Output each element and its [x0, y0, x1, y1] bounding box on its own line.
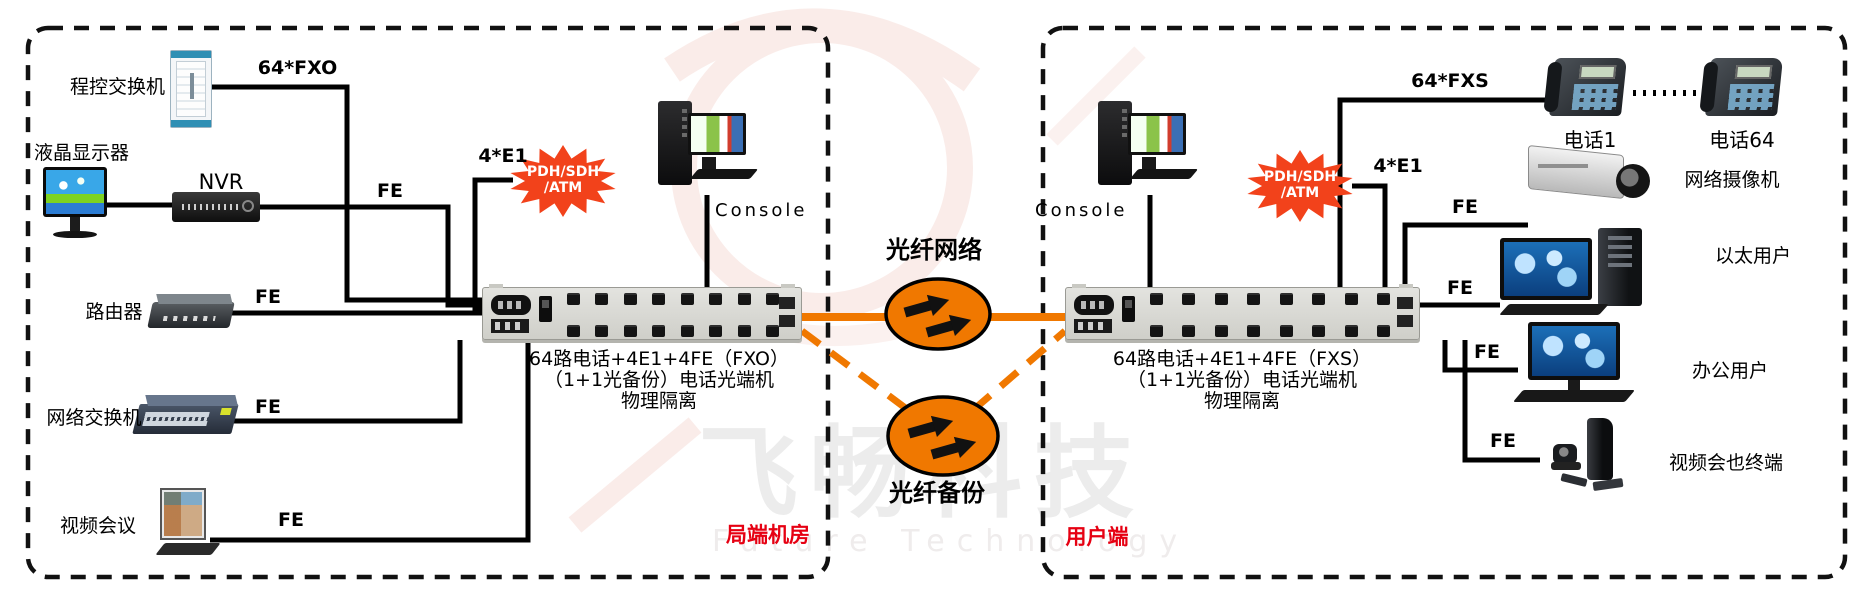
phone-64-label: 电话64 — [1709, 128, 1775, 152]
rj11-port — [709, 293, 723, 305]
pbx-switch-icon — [170, 50, 212, 128]
office-label: 办公用户 — [1691, 360, 1768, 382]
switch-label: 网络交换机 — [46, 407, 142, 429]
rj11-port — [567, 293, 580, 305]
pdh-line1: PDH/SDH — [526, 164, 600, 180]
rj11-port — [709, 325, 723, 337]
rj11-port — [1214, 325, 1228, 337]
nvr-icon — [172, 192, 260, 222]
rj11-port — [1247, 293, 1261, 305]
wire-e1-right — [1352, 183, 1388, 287]
rj11-port — [1376, 325, 1390, 337]
left-zone-label: 局端机房 — [726, 523, 810, 547]
rj11-port — [595, 293, 609, 305]
lcd-label: 液晶显示器 — [33, 142, 129, 164]
rj11-port — [1279, 325, 1293, 337]
pdh-line2: /ATM — [543, 180, 583, 196]
videoconf-label: 视频会议 — [59, 515, 136, 537]
pdh-line1: PDH/SDH — [1263, 169, 1337, 185]
watermark-cn: 飞畅科技 — [698, 415, 1146, 532]
rj11-port — [1312, 325, 1326, 337]
rj11-port — [1344, 293, 1358, 305]
console-label-right: Console — [1035, 200, 1128, 221]
terminal-fxo-label-3: 物理隔离 — [620, 390, 697, 412]
rj11-port — [1150, 293, 1163, 305]
switch-wire-label: FE — [255, 396, 281, 418]
rj11-port — [765, 293, 779, 305]
pdh-burst-left-text: PDH/SDH /ATM — [513, 164, 613, 196]
terminal-fxo-label-2: （1+1光备份）电话光端机 — [543, 369, 775, 391]
camera-label: 网络摄像机 — [1684, 169, 1780, 191]
video-wire-label: FE — [1490, 430, 1516, 452]
fxs-wire-label: 64*FXS — [1411, 70, 1489, 92]
router-wire-label: FE — [255, 286, 281, 308]
ethernet-wire-label: FE — [1447, 277, 1473, 299]
fiber-main-cloud — [884, 277, 992, 351]
pbx-wire-label: 64*FXO — [257, 57, 338, 79]
wire-videoconf — [210, 340, 531, 543]
nvr-label: NVR — [198, 170, 244, 194]
ethernet-pc-icon — [1499, 228, 1650, 318]
rj11-port — [680, 325, 694, 337]
ip-camera-icon — [1528, 144, 1658, 210]
rj11-port — [1279, 293, 1293, 305]
terminal-fxo-label-1: 64路电话+4E1+4FE（FXO） — [529, 348, 789, 370]
rj11-port — [1182, 325, 1196, 337]
rj11-port — [1214, 293, 1228, 305]
rj11-port — [765, 325, 779, 337]
console-label-left: Console — [715, 200, 808, 221]
terminal-fxs-label-2: （1+1光备份）电话光端机 — [1126, 369, 1358, 391]
office-wire-label: FE — [1474, 341, 1500, 363]
rj11-port — [737, 325, 751, 337]
phone-1-icon — [1543, 58, 1628, 116]
video-terminal-label: 视频会也终端 — [1668, 452, 1783, 474]
nvr-wire-label: FE — [377, 180, 403, 202]
phone-64-icon — [1699, 58, 1784, 116]
terminal-fxs-label-1: 64路电话+4E1+4FE（FXS） — [1112, 348, 1372, 370]
rj11-port — [1312, 293, 1326, 305]
rj11-port — [623, 325, 637, 337]
office-pc-icon — [1512, 322, 1638, 406]
e1-label-right: 4*E1 — [1373, 155, 1423, 177]
rj11-port — [652, 293, 666, 305]
rj11-port — [567, 325, 580, 337]
right-zone-label: 用户端 — [1065, 525, 1129, 549]
console-pc-left-icon — [658, 95, 759, 195]
rj11-port — [1376, 293, 1390, 305]
camera-wire-label: FE — [1452, 196, 1478, 218]
videoconf-wire-label: FE — [278, 509, 304, 531]
rj11-port — [1150, 325, 1163, 337]
optical-terminal-fxs — [1065, 284, 1420, 340]
fiber-main-label: 光纤网络 — [886, 236, 982, 264]
rj11-port — [1344, 325, 1358, 337]
rj11-port — [1182, 293, 1196, 305]
ethernet-label: 以太用户 — [1714, 245, 1791, 267]
rj11-port — [595, 325, 609, 337]
rj11-port — [680, 293, 694, 305]
pdh-burst-right-text: PDH/SDH /ATM — [1250, 169, 1350, 201]
phone-1-label: 电话1 — [1563, 128, 1617, 152]
videoconf-pc-icon — [155, 488, 221, 555]
rj11-port — [1247, 325, 1261, 337]
pdh-line2: /ATM — [1280, 185, 1320, 201]
rj11-port — [737, 293, 751, 305]
video-terminal-icon — [1535, 418, 1655, 494]
rj11-port — [623, 293, 637, 305]
fiber-backup-label: 光纤备份 — [889, 479, 985, 507]
optical-terminal-fxo — [482, 284, 802, 340]
terminal-fxs-label-3: 物理隔离 — [1203, 390, 1280, 412]
rj11-port — [652, 325, 666, 337]
lcd-monitor-icon — [43, 167, 107, 238]
pbx-label: 程控交换机 — [69, 76, 165, 98]
console-pc-right-icon — [1098, 95, 1199, 195]
router-label: 路由器 — [85, 301, 143, 323]
